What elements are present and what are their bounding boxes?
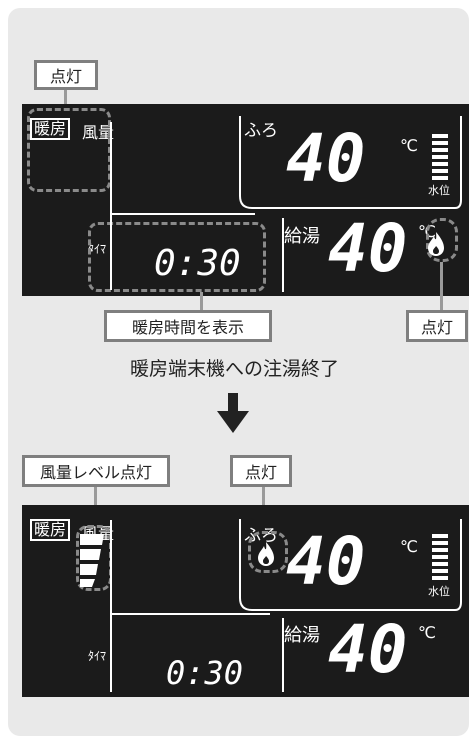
- display-panel-after: 暖房 風量 ふろ 40 ℃ 水位 ﾀｲﾏ 0:30 給湯 40 ℃: [22, 505, 469, 697]
- highlight-flame-bath: [248, 531, 288, 573]
- hot-water-supply-temperature: 40: [328, 611, 408, 688]
- callout-lamp-top-right: 点灯: [406, 310, 468, 342]
- flame-icon: [258, 542, 274, 566]
- bath-celsius: ℃: [400, 136, 418, 155]
- callout-fan-level: 風量レベル点灯: [22, 455, 170, 487]
- timer-label: ﾀｲﾏ: [88, 242, 107, 256]
- callout-lamp-top-left: 点灯: [34, 60, 98, 90]
- highlight-timer-area: [88, 222, 266, 292]
- timer-value: 0:30: [166, 654, 244, 692]
- water-level-bars-icon: [432, 534, 448, 580]
- callout-heating-time: 暖房時間を表示: [104, 310, 272, 342]
- heating-mode-label: 暖房: [30, 118, 71, 140]
- hot-water-supply-temperature: 40: [328, 210, 408, 287]
- bath-temperature: 40: [286, 120, 366, 197]
- transition-caption: 暖房端末機への注湯終了: [129, 358, 339, 380]
- hot-water-supply-label: 給湯: [284, 625, 320, 646]
- water-level-bars-icon: [432, 134, 448, 180]
- leader-line: [440, 262, 443, 310]
- heating-mode-label: 暖房: [30, 519, 71, 541]
- leader-line: [200, 292, 203, 310]
- callout-lamp-bottom: 点灯: [230, 455, 292, 487]
- down-arrow-icon: [217, 393, 249, 433]
- display-panel-before: 暖房 風量 ふろ 40 ℃ 水位 ﾀｲﾏ 0:30 給湯 40 ℃: [22, 104, 469, 296]
- bath-bracket-bottom: [239, 519, 462, 611]
- bath-bracket-top: [239, 116, 462, 209]
- bath-label: ふろ: [244, 121, 278, 141]
- fan-level-bars-icon: [80, 534, 104, 587]
- flame-icon: [428, 232, 444, 256]
- water-level-label: 水位: [428, 184, 450, 197]
- supply-celsius: ℃: [418, 623, 436, 642]
- fan-label: 風量: [82, 123, 115, 142]
- highlight-mode-area: [27, 108, 111, 192]
- bath-celsius: ℃: [400, 537, 418, 556]
- highlight-flame-top: [426, 218, 458, 262]
- water-level-label: 水位: [428, 585, 450, 598]
- timer-label: ﾀｲﾏ: [88, 649, 107, 663]
- leader-line: [64, 90, 67, 108]
- bath-temperature: 40: [286, 523, 366, 600]
- leader-line: [94, 487, 97, 519]
- timer-value: 0:30: [154, 243, 241, 284]
- hot-water-supply-label: 給湯: [284, 226, 320, 247]
